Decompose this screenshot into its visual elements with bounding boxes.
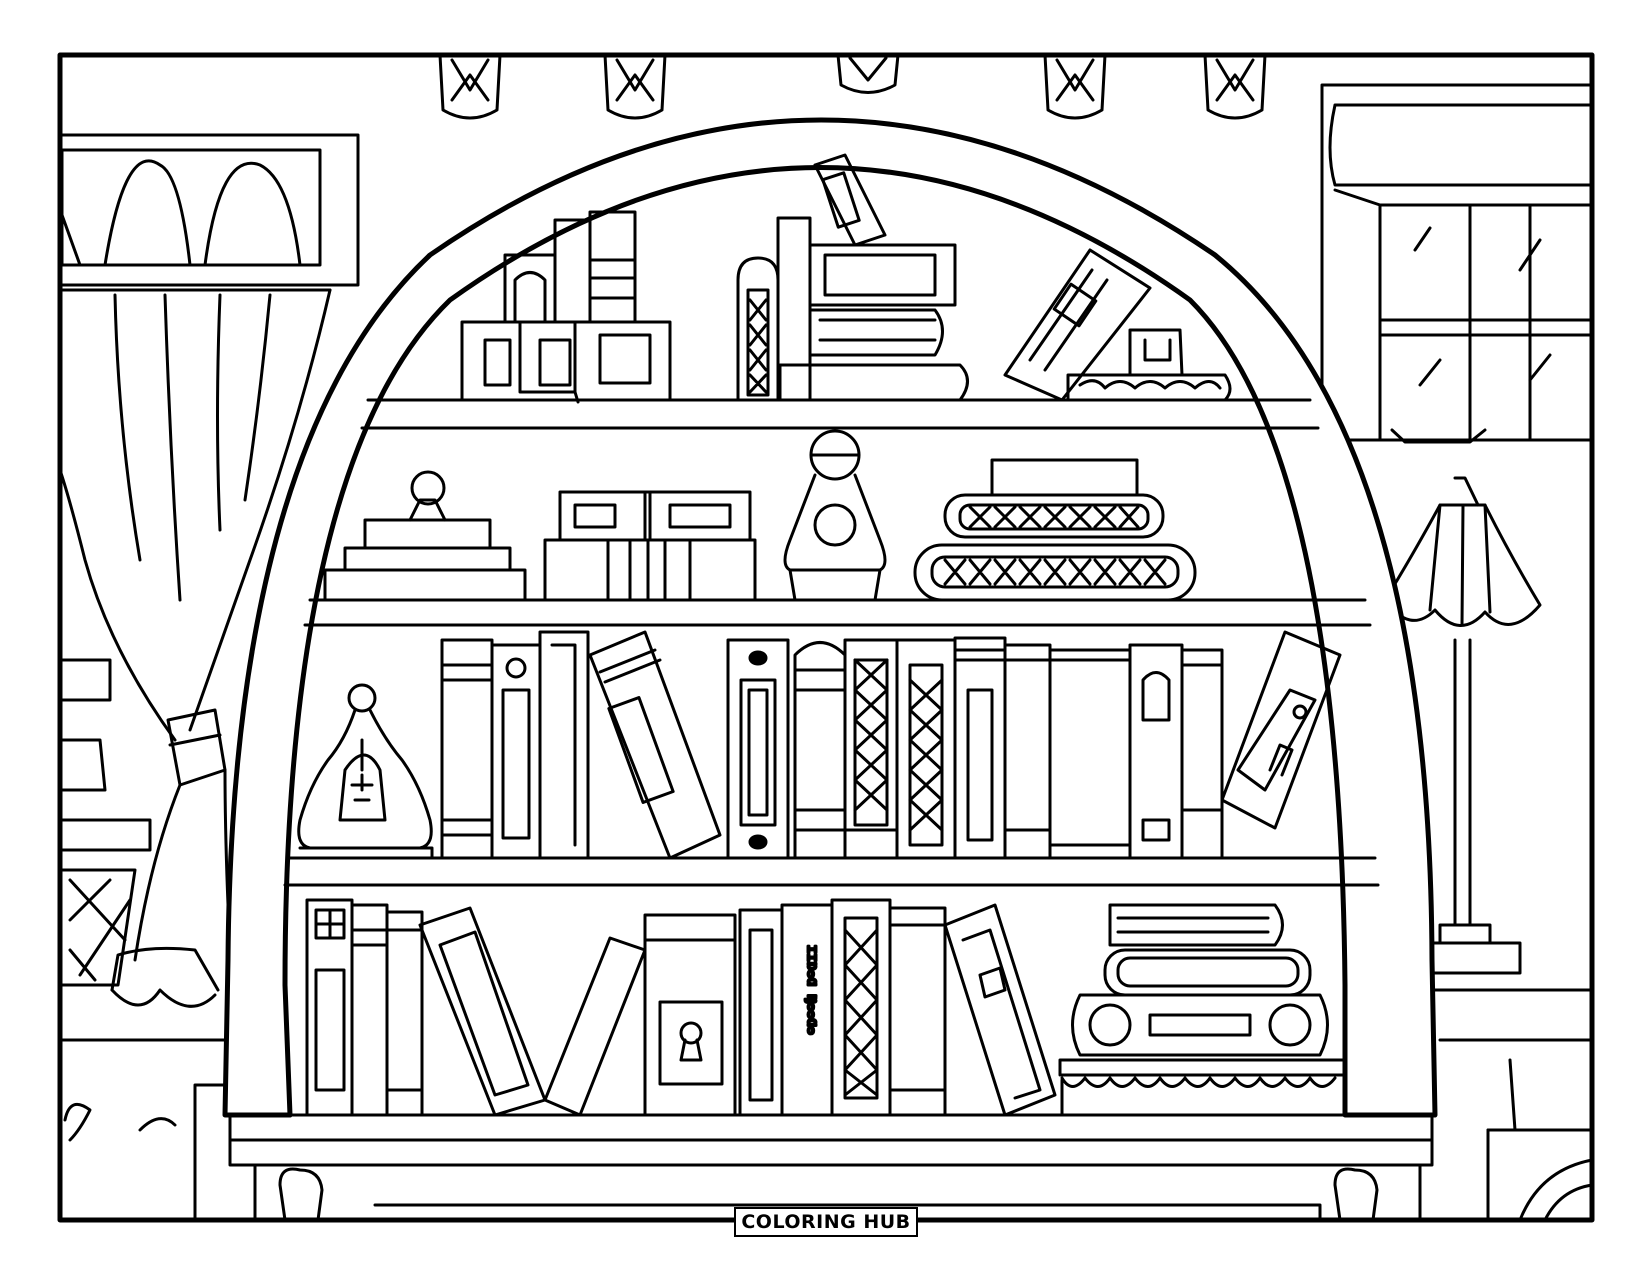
cabinet-base [253,1163,1422,1222]
shelf-2 [303,598,1372,627]
ornament-1 [438,53,502,120]
wall-picture-left [58,133,360,287]
shelf3-items [297,630,1342,860]
window-right [1320,83,1594,444]
right-wall-details [1418,988,1594,1222]
curtain [58,288,332,1008]
shelf1-items [460,153,1232,404]
shelf-1 [360,398,1320,430]
left-wall-details [58,658,232,1222]
cabinet-top [228,1113,1434,1167]
ornament-3 [836,53,900,94]
ornament-5 [1203,53,1267,120]
brand-watermark: COLORING HUB [734,1207,918,1237]
shelf-3 [283,856,1380,887]
shelf2-items [323,429,1197,602]
ornament-4 [1043,53,1107,120]
svg-text:ɪɪɒᴑɑ ɱᴑᴑɑᴑ: ɪɪɒᴑɑ ɱᴑᴑɑᴑ [804,945,820,1035]
ornament-2 [603,53,667,120]
ceiling-ornaments [438,53,1267,120]
bookcase-frame[interactable] [222,117,1438,1118]
shelf4-items: ɪɪɒᴑɑ ɱᴑᴑɑᴑ [305,898,1347,1117]
